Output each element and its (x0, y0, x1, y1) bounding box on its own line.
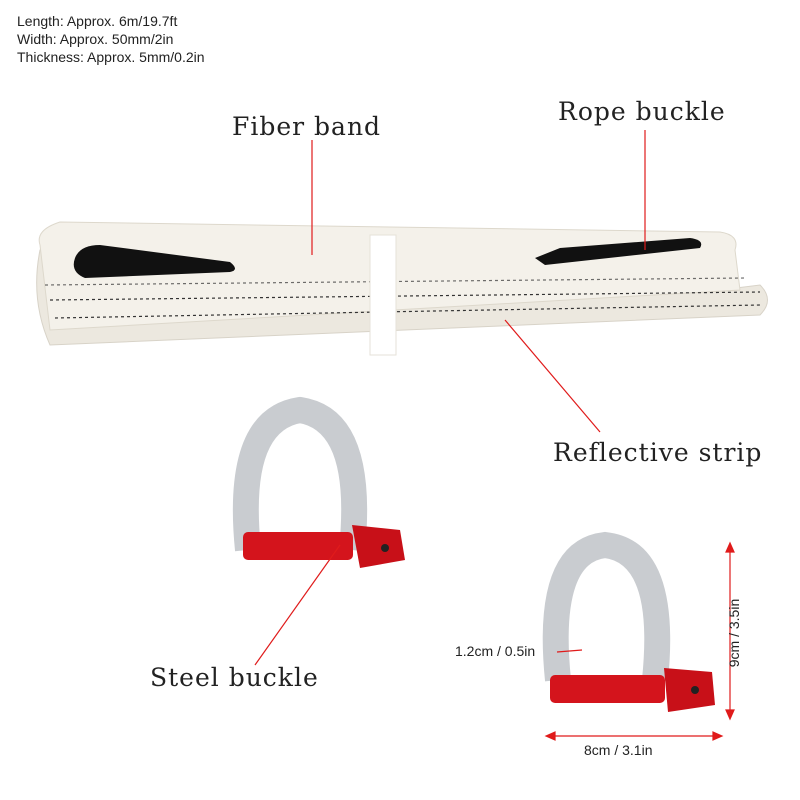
label-reflective-strip: Reflective strip (553, 438, 763, 467)
label-fiber-band: Fiber band (232, 112, 382, 141)
label-rope-buckle: Rope buckle (558, 97, 726, 126)
dimension-shackle-image (542, 531, 715, 712)
spec-length: Length: Approx. 6m/19.7ft (17, 13, 178, 29)
dim-width: 8cm / 3.1in (584, 742, 653, 758)
dim-height: 9cm / 3.5in (726, 598, 743, 668)
spec-list: Length: Approx. 6m/19.7ft Width: Approx.… (17, 12, 205, 66)
steel-shackle-image (232, 396, 405, 568)
loop-eye-left (73, 245, 235, 278)
spec-thickness: Thickness: Approx. 5mm/0.2in (17, 49, 205, 65)
spec-width: Width: Approx. 50mm/2in (17, 31, 174, 47)
loop-eye-right (535, 238, 702, 265)
dim-pin-diameter: 1.2cm / 0.5in (455, 643, 536, 659)
leader-lines (254, 130, 646, 666)
label-steel-buckle: Steel buckle (150, 663, 319, 692)
dimension-arrows (544, 541, 735, 741)
strap-binding (369, 234, 397, 356)
tow-strap-image (36, 221, 768, 356)
